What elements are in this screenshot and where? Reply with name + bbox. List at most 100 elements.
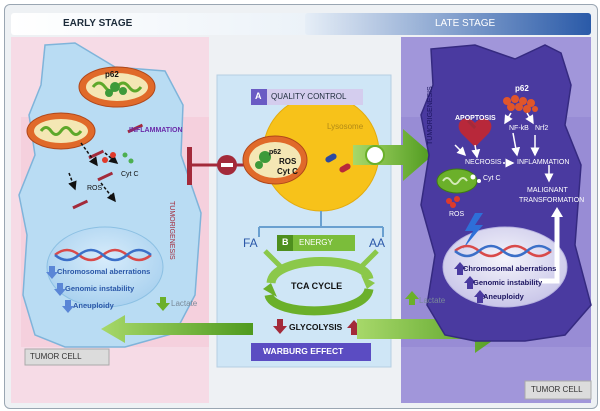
capsule-icon <box>339 163 351 173</box>
early-ros-label: ROS <box>87 185 103 192</box>
glycolysis-right-arrow <box>357 305 509 353</box>
figure-frame: EARLY STAGE LATE STAGE p62 INFLAMMATION … <box>4 4 598 409</box>
early-chromosomal-label: Chromosomal aberrations <box>57 267 151 276</box>
lactate-up-arrow-icon <box>405 291 419 305</box>
early-ros-arrows <box>68 142 119 203</box>
aa-arrow <box>359 249 379 269</box>
late-cytc-label: Cyt C <box>483 175 501 182</box>
late-tumorigenesis-label: TUMORIGENESIS <box>427 86 434 145</box>
late-tumor-cell-label-box <box>524 380 592 400</box>
early-p62-label: p62 <box>105 70 119 79</box>
late-genomic-label: Genomic instability <box>473 278 543 287</box>
p62-cluster-icon <box>503 95 538 113</box>
early-inflammation-label: INFLAMMATION <box>129 127 183 134</box>
tca-arrowhead-top <box>361 275 375 289</box>
ros-dot <box>446 198 452 204</box>
minus-glyph <box>221 163 233 167</box>
early-aneuploidy-label: Aneuploidy <box>73 301 114 310</box>
p62-aggregate-icon <box>255 161 263 169</box>
late-tumor-cell-label: TUMOR CELL <box>531 385 583 394</box>
nrf2-label: Nrf2 <box>535 125 549 132</box>
lysosome-label: Lysosome <box>327 122 364 131</box>
lysosome-p62-label: p62 <box>269 149 282 156</box>
late-pathway-arrows <box>454 112 554 183</box>
tca-arrow-top <box>266 257 374 285</box>
lactate-down-arrow-icon <box>156 297 170 311</box>
cytc-dot <box>477 179 481 183</box>
lysosome-cytc-label: Cyt C <box>277 167 298 176</box>
header-bar-right <box>305 13 591 35</box>
p62-aggregate-icon <box>105 89 113 97</box>
cytc-dot <box>128 158 134 164</box>
fa-label: FA <box>243 236 258 250</box>
early-cytc-label: Cyt C <box>121 171 139 178</box>
aa-label: AA <box>369 236 386 250</box>
warburg-effect-bar <box>251 343 371 361</box>
early-lactate-label: Lactate <box>171 299 198 308</box>
energy-title: ENERGY <box>299 238 333 247</box>
early-tumor-cell-label-box <box>24 348 110 366</box>
ros-dot <box>102 157 108 163</box>
cytc-dot <box>470 174 476 180</box>
tca-cycle-label: TCA CYCLE <box>291 281 343 291</box>
plus-circle-icon <box>365 145 385 165</box>
necrosis-label: NECROSIS <box>465 159 502 166</box>
ros-dot <box>110 152 116 158</box>
center-connector <box>258 211 384 237</box>
fa-arrow <box>263 249 283 269</box>
late-lactate-label: Lactate <box>419 296 446 305</box>
late-ros-label: ROS <box>449 211 465 218</box>
tca-arrow-bottom <box>264 287 374 316</box>
late-chromosomal-label: Chromosomal aberrations <box>463 264 557 273</box>
b-badge-label: B <box>282 237 289 247</box>
energy-bar <box>277 235 355 251</box>
diagram-canvas <box>11 13 592 403</box>
late-aneuploidy-label: Aneuploidy <box>483 292 524 301</box>
glycolysis-down-arrow-icon <box>273 319 287 334</box>
early-tumor-cell-label: TUMOR CELL <box>30 352 82 361</box>
dna-helix-icon-strand <box>454 244 552 258</box>
cytc-dot <box>122 152 128 158</box>
ros-dot <box>454 196 460 202</box>
glycolysis-label: GLYCOLYSIS <box>289 322 343 332</box>
apoptosis-icon <box>458 118 492 147</box>
glycolysis-left-arrow <box>101 315 253 343</box>
glycolysis-up-arrow-icon <box>347 320 361 335</box>
apoptosis-label: APOPTOSIS <box>455 115 496 122</box>
mitochondrion-inner <box>249 142 301 178</box>
early-down-arrows <box>46 266 74 313</box>
warburg-effect-label: WARBURG EFFECT <box>263 346 344 356</box>
malignant-arrowhead <box>551 207 563 217</box>
early-mito-cristae-left <box>39 126 83 136</box>
b-badge <box>277 235 293 251</box>
a-badge-label: A <box>255 91 262 101</box>
nfkb-label: NF-kB <box>509 125 529 132</box>
capsule-icon <box>325 153 337 163</box>
late-stage-title: LATE STAGE <box>435 18 496 29</box>
p62-aggregate-icon <box>259 151 271 163</box>
late-inflammation-label: INFLAMMATION <box>517 159 570 166</box>
late-up-arrows <box>454 262 486 303</box>
late-mito-cristae <box>442 177 468 185</box>
quality-control-title: QUALITY CONTROL <box>271 92 347 101</box>
malignant-label-line1: MALIGNANT <box>527 187 568 194</box>
late-p62-label: p62 <box>515 84 529 93</box>
apoptosis-inhibit-bar <box>467 119 477 129</box>
lysosome-ros-label: ROS <box>279 157 297 166</box>
early-nucleus <box>46 226 164 308</box>
early-genomic-label: Genomic instability <box>65 284 135 293</box>
malignant-feedback-arrow <box>539 255 560 284</box>
a-badge <box>251 89 267 105</box>
tumorigenesis-promote-arrow <box>353 129 433 181</box>
malignant-label-line2: TRANSFORMATION <box>519 197 585 204</box>
dna-helix-icon-strand <box>54 248 152 262</box>
p62-aggregate-icon <box>119 87 127 95</box>
early-tumorigenesis-label: TUMORIGENESIS <box>168 201 175 260</box>
ros-dot <box>450 202 456 208</box>
quality-control-bar <box>251 89 363 105</box>
tca-arrowhead-bottom <box>263 283 277 297</box>
lightning-icon <box>463 213 483 249</box>
p62-aggregate-icon <box>110 82 120 92</box>
early-stage-title: EARLY STAGE <box>63 18 133 29</box>
inhibition-tbar <box>187 147 192 185</box>
